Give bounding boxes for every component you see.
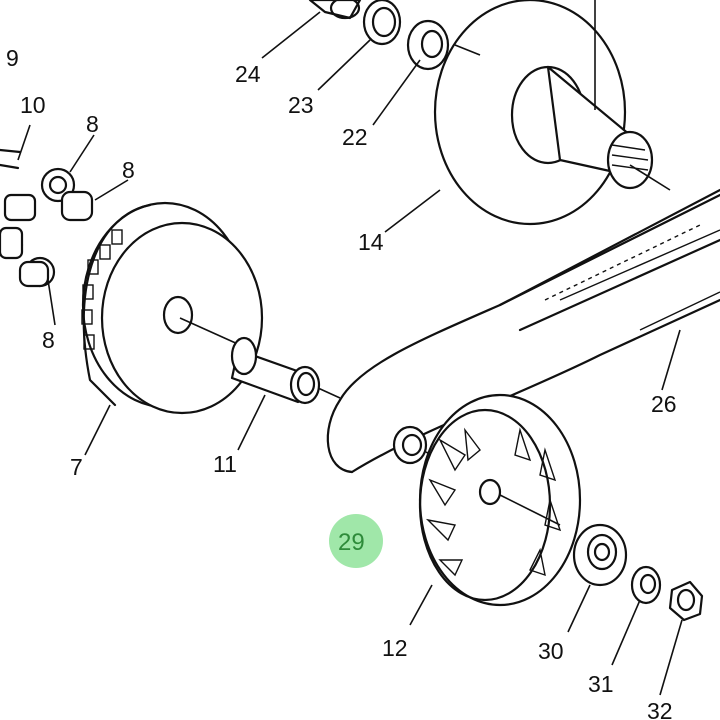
label-9: 9 — [6, 45, 19, 71]
part-labels: 9 10 8 8 8 7 11 14 22 23 24 26 29 12 30 … — [6, 45, 677, 720]
label-26: 26 — [651, 391, 677, 417]
label-8-low: 8 — [42, 327, 55, 353]
label-32: 32 — [647, 698, 673, 720]
label-23: 23 — [288, 92, 314, 118]
collar-11 — [230, 336, 341, 405]
label-31: 31 — [588, 671, 614, 697]
bearing-22 — [406, 19, 481, 71]
label-22: 22 — [342, 124, 368, 150]
primary-sheave-7 — [81, 201, 264, 415]
label-12: 12 — [382, 635, 408, 661]
highlight-marker — [329, 514, 383, 568]
roller-weights — [0, 148, 94, 288]
label-11: 11 — [213, 451, 237, 477]
label-7: 7 — [70, 454, 83, 480]
label-24: 24 — [235, 61, 261, 87]
label-8-mid: 8 — [122, 157, 135, 183]
fan-sheave-12 — [418, 393, 582, 607]
circlip-23 — [362, 0, 402, 46]
shaft — [498, 193, 720, 332]
nut-30 — [572, 523, 628, 587]
secondary-sheave — [433, 0, 671, 226]
label-30: 30 — [538, 638, 564, 664]
label-14: 14 — [358, 229, 384, 255]
leader-lines — [17, 11, 683, 696]
label-10: 10 — [20, 92, 46, 118]
nut-32 — [668, 580, 704, 622]
label-8-top: 8 — [86, 111, 99, 137]
washer-31 — [630, 565, 662, 605]
label-29: 29 — [338, 529, 365, 556]
collar-24 — [308, 0, 362, 20]
